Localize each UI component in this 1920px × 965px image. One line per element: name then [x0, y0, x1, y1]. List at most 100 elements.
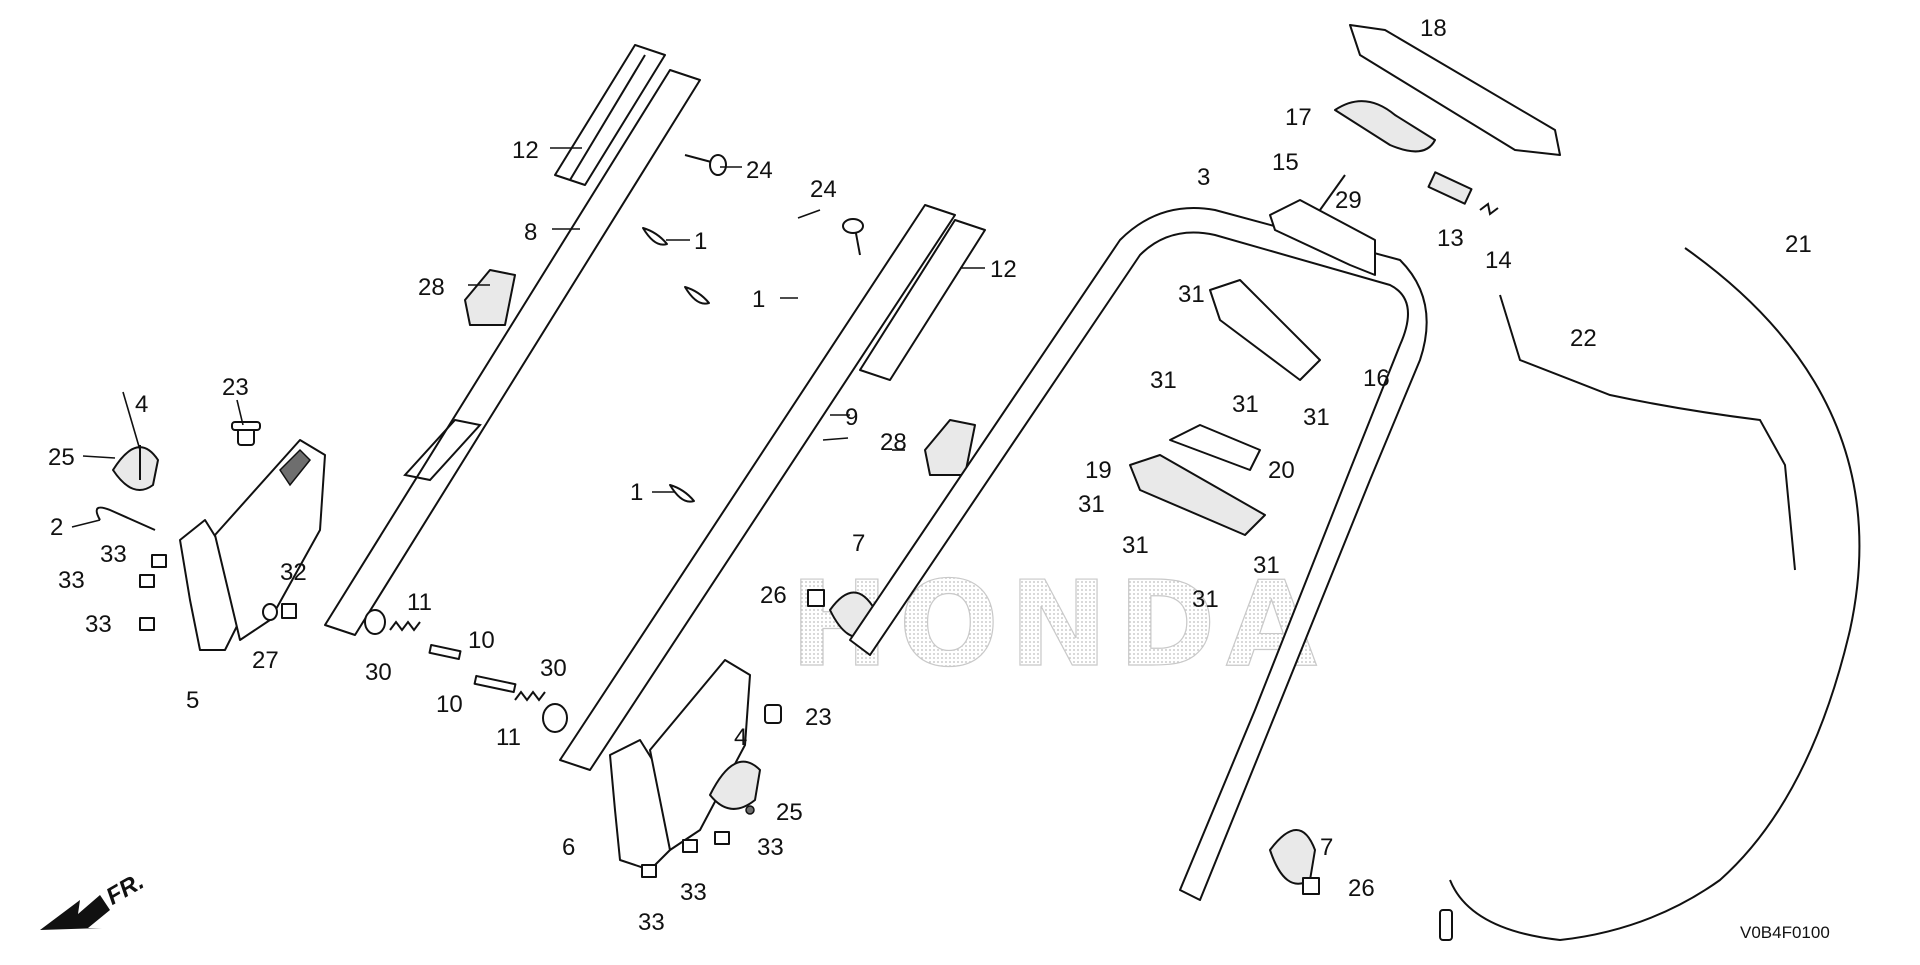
callout-22: 22	[1570, 325, 1597, 352]
bolt-23-left	[231, 421, 261, 446]
callouts: 12 8 28 24 1 24 1 12 9 28 1 7 26 23 4 25…	[48, 15, 1812, 936]
callout-33b: 33	[680, 879, 707, 906]
leader-lines	[71, 147, 985, 528]
lower-handle-right	[559, 204, 956, 771]
bolt-33-right-group	[641, 831, 730, 878]
honda-watermark: HONDA	[790, 555, 1327, 693]
callout-13: 13	[1437, 225, 1464, 252]
callout-33e: 33	[58, 567, 85, 594]
front-arrow	[40, 895, 110, 930]
callout-1b: 1	[752, 286, 765, 313]
callout-31g: 31	[1253, 552, 1280, 579]
cable-21	[1449, 247, 1861, 942]
callout-31a: 31	[1178, 281, 1205, 308]
callout-2: 2	[50, 514, 63, 541]
knob-4-right	[709, 760, 761, 810]
callout-1a: 1	[694, 228, 707, 255]
pin-29	[1319, 174, 1346, 211]
control-box-parts	[1129, 199, 1376, 536]
callout-14: 14	[1485, 247, 1512, 274]
callout-25a: 25	[48, 444, 75, 471]
callout-3: 3	[1197, 164, 1210, 191]
callout-7a: 7	[852, 530, 865, 557]
nut-26-lower	[1302, 877, 1320, 895]
callout-16: 16	[1363, 365, 1390, 392]
callout-29: 29	[1335, 187, 1362, 214]
callout-30b: 30	[540, 655, 567, 682]
callout-31h: 31	[1192, 586, 1219, 613]
handle-grip-right	[924, 419, 976, 476]
cable-end	[1439, 909, 1453, 941]
callout-26a: 26	[760, 582, 787, 609]
callout-11a: 11	[407, 589, 432, 616]
callout-1c: 1	[630, 479, 643, 506]
left-bracket	[179, 439, 326, 651]
callout-20: 20	[1268, 457, 1295, 484]
pin-2	[95, 506, 156, 531]
diagram-code: V0B4F0100	[1740, 923, 1830, 942]
callout-4a: 4	[135, 391, 148, 418]
clip-1c	[669, 484, 695, 503]
callout-19: 19	[1085, 457, 1112, 484]
callout-8: 8	[524, 219, 537, 246]
callout-21: 21	[1785, 231, 1812, 258]
callout-17: 17	[1285, 104, 1312, 131]
cover-18	[1349, 24, 1561, 156]
callout-6: 6	[562, 834, 575, 861]
callout-24a: 24	[746, 157, 773, 184]
callout-27: 27	[252, 647, 279, 674]
handle-grip-left	[464, 269, 516, 326]
callout-12a: 12	[512, 137, 539, 164]
handle-slot	[403, 418, 482, 482]
callout-31e: 31	[1078, 491, 1105, 518]
callout-31b: 31	[1150, 367, 1177, 394]
insert-17	[1334, 100, 1436, 153]
callout-4b: 4	[734, 724, 747, 751]
bolt-23-right	[764, 704, 782, 724]
nut-26	[807, 589, 825, 607]
bolt-24	[684, 154, 727, 176]
callout-30a: 30	[365, 659, 392, 686]
callout-28b: 28	[880, 429, 907, 456]
callout-12b: 12	[990, 256, 1017, 283]
callout-7b: 7	[1320, 834, 1333, 861]
callout-31f: 31	[1122, 532, 1149, 559]
nut-32	[281, 603, 297, 619]
callout-33a: 33	[757, 834, 784, 861]
rod-22	[1499, 294, 1796, 571]
callout-10b: 10	[436, 691, 463, 718]
clip-1b	[684, 286, 710, 305]
callout-26b: 26	[1348, 875, 1375, 902]
knob-4-left	[112, 445, 159, 491]
right-bracket	[609, 659, 751, 871]
callout-33d: 33	[100, 541, 127, 568]
callout-5: 5	[186, 687, 199, 714]
callout-23a: 23	[222, 374, 249, 401]
callout-32: 32	[280, 559, 307, 586]
callout-18: 18	[1420, 15, 1447, 42]
spring-13	[1427, 171, 1473, 205]
bolt-33-left-group	[139, 554, 167, 631]
callout-10a: 10	[468, 627, 495, 654]
spring-assembly	[364, 609, 568, 733]
callout-25b: 25	[776, 799, 803, 826]
front-label: FR.	[102, 868, 149, 911]
lower-handle-left	[324, 69, 701, 636]
callout-15: 15	[1272, 149, 1299, 176]
callout-11b: 11	[496, 724, 521, 751]
callout-9: 9	[845, 404, 858, 431]
washer-27	[262, 603, 278, 621]
upper-handle	[849, 207, 1428, 901]
bolt-24-right	[842, 218, 864, 256]
callout-24b: 24	[810, 176, 837, 203]
handle-cover-right	[859, 219, 986, 381]
cap-7-lower	[1269, 829, 1316, 885]
nut-25-right	[745, 805, 755, 815]
spring-14	[1479, 202, 1499, 216]
callout-28a: 28	[418, 274, 445, 301]
callout-33c: 33	[638, 909, 665, 936]
callout-23b: 23	[805, 704, 832, 731]
clip-1a	[642, 227, 668, 246]
